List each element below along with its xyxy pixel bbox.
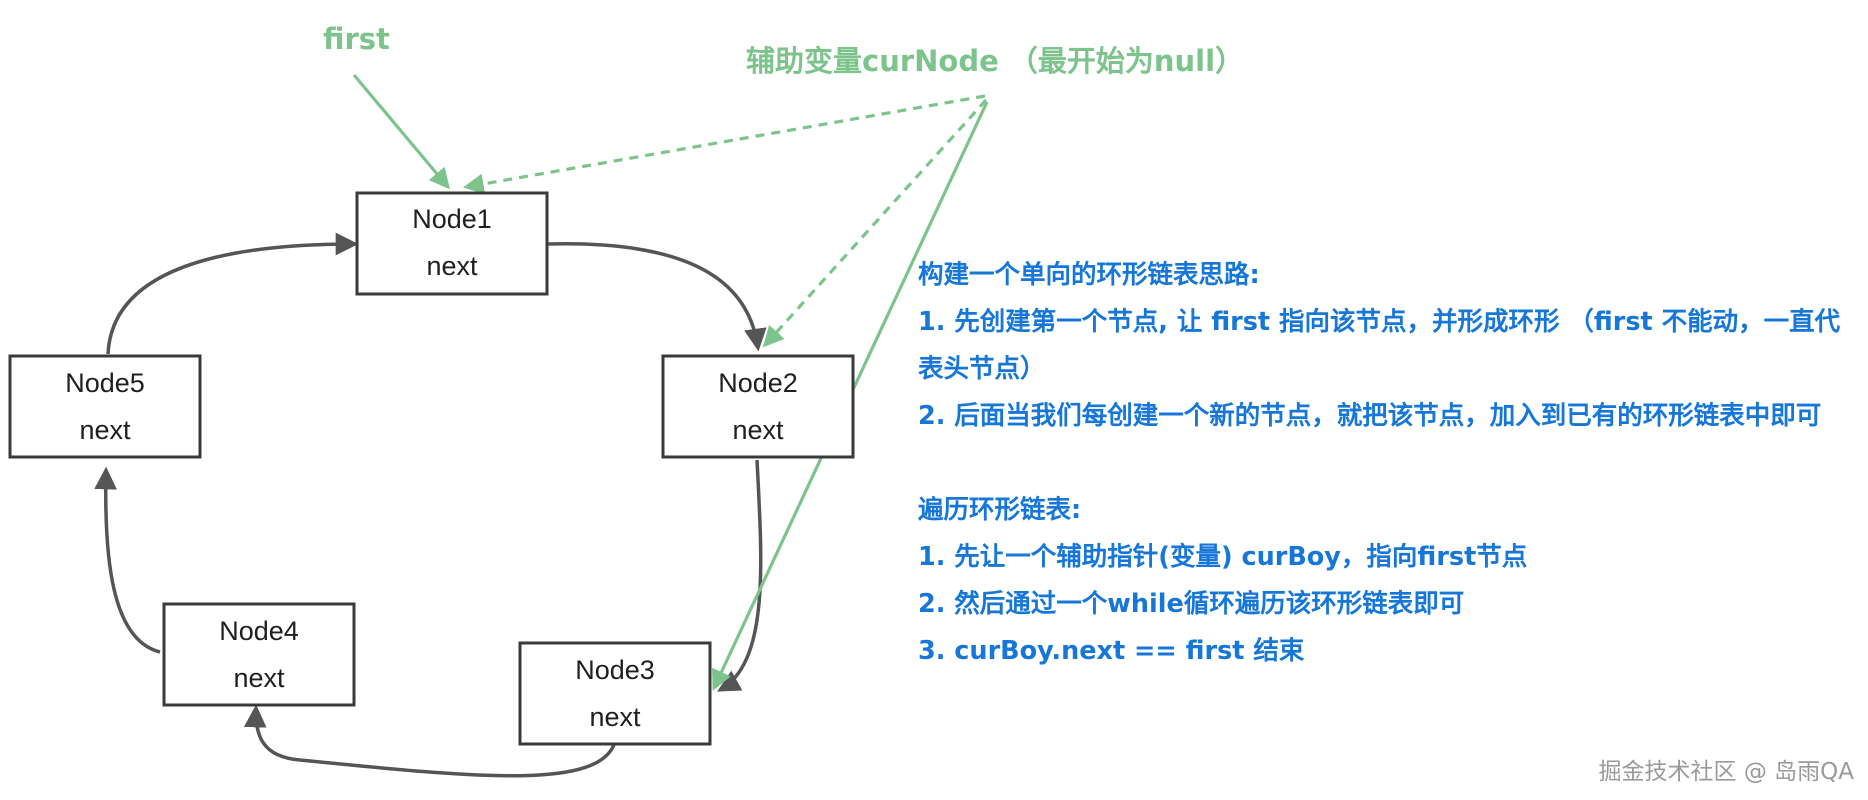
node5-box: Node5 next — [8, 354, 202, 459]
build-step-2: 2. 后面当我们每创建一个新的节点，就把该节点，加入到已有的环形链表中即可 — [918, 401, 1822, 431]
node3-name: Node3 — [575, 655, 655, 685]
watermark: 掘金技术社区 @ 岛雨QA — [1598, 759, 1854, 785]
node1-next: next — [426, 251, 478, 281]
edge-node2-to-node3 — [717, 459, 763, 692]
traverse-step-1: 1. 先让一个辅助指针(变量) curBoy，指向first节点 — [918, 542, 1528, 572]
notes-spacer — [918, 440, 1853, 487]
curnode-label: 辅助变量curNode （最开始为null） — [746, 44, 1244, 78]
node2-name: Node2 — [718, 368, 798, 398]
edge-node4-to-node5 — [94, 466, 161, 654]
build-step-1: 1. 先创建第一个节点, 让 first 指向该节点，并形成环形 （first … — [918, 307, 1841, 384]
node3-box: Node3 next — [518, 641, 712, 746]
explanation-notes: 构建一个单向的环形链表思路: 1. 先创建第一个节点, 让 first 指向该节… — [918, 252, 1853, 675]
node1-name: Node1 — [412, 204, 492, 234]
traverse-step-3: 3. curBoy.next == first 结束 — [918, 636, 1305, 666]
traverse-title: 遍历环形链表: — [918, 495, 1082, 525]
node2-next: next — [732, 415, 784, 445]
edge-node3-to-node4 — [243, 704, 617, 778]
node5-name: Node5 — [65, 368, 145, 398]
node2-box: Node2 next — [661, 354, 855, 459]
edge-node1-to-node2 — [547, 242, 767, 352]
node4-box: Node4 next — [162, 602, 356, 707]
curnode-to-node2-arrow — [762, 98, 988, 348]
traverse-step-2: 2. 然后通过一个while循环遍历该环形链表即可 — [918, 589, 1465, 619]
node5-next: next — [79, 415, 131, 445]
build-title: 构建一个单向的环形链表思路: — [918, 260, 1260, 290]
edge-node5-to-node1 — [106, 232, 359, 355]
node4-next: next — [233, 663, 285, 693]
node1-box: Node1 next — [355, 191, 549, 296]
curnode-to-node1-arrow — [462, 94, 986, 195]
node4-name: Node4 — [219, 616, 299, 646]
first-pointer-arrow — [352, 73, 451, 190]
first-label: first — [323, 22, 390, 56]
node3-next: next — [589, 702, 641, 732]
